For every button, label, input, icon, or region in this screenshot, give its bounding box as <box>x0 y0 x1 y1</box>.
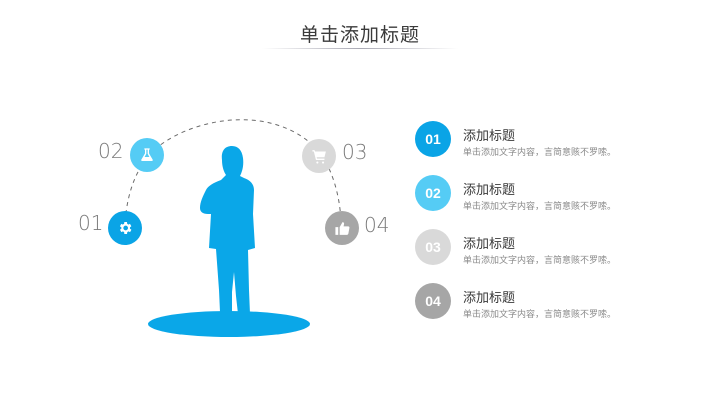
list-item: 03 添加标题 单击添加文字内容，言简意赅不罗嗦。 <box>415 229 695 269</box>
item-title: 添加标题 <box>463 183 516 198</box>
node-number-02: 02 <box>98 139 124 163</box>
badge-02: 02 <box>415 175 451 211</box>
list-item: 04 添加标题 单击添加文字内容，言简意赅不罗嗦。 <box>415 283 695 323</box>
item-title: 添加标题 <box>463 237 516 252</box>
flask-icon <box>141 148 153 161</box>
badge-04: 04 <box>415 283 451 319</box>
node-03 <box>302 139 336 173</box>
badge-03: 03 <box>415 229 451 265</box>
item-title: 添加标题 <box>463 291 516 306</box>
item-description: 单击添加文字内容，言简意赅不罗嗦。 <box>463 148 617 158</box>
item-description: 单击添加文字内容，言简意赅不罗嗦。 <box>463 256 617 266</box>
badge-01: 01 <box>415 121 451 157</box>
list-item: 01 添加标题 单击添加文字内容，言简意赅不罗嗦。 <box>415 121 695 161</box>
page-title: 单击添加标题 <box>299 24 420 46</box>
title-underline <box>262 48 458 49</box>
node-number-04: 04 <box>364 213 390 237</box>
node-02 <box>130 138 164 172</box>
cart-icon <box>311 149 326 164</box>
list-item: 02 添加标题 单击添加文字内容，言简意赅不罗嗦。 <box>415 175 695 215</box>
thumbs-up-icon <box>334 221 349 235</box>
item-title: 添加标题 <box>463 129 516 144</box>
node-number-01: 01 <box>78 211 104 235</box>
item-description: 单击添加文字内容，言简意赅不罗嗦。 <box>463 310 617 320</box>
node-01 <box>108 211 142 245</box>
item-description: 单击添加文字内容，言简意赅不罗嗦。 <box>463 202 617 212</box>
node-04 <box>325 211 359 245</box>
node-number-03: 03 <box>342 140 368 164</box>
gear-icon <box>119 222 132 234</box>
